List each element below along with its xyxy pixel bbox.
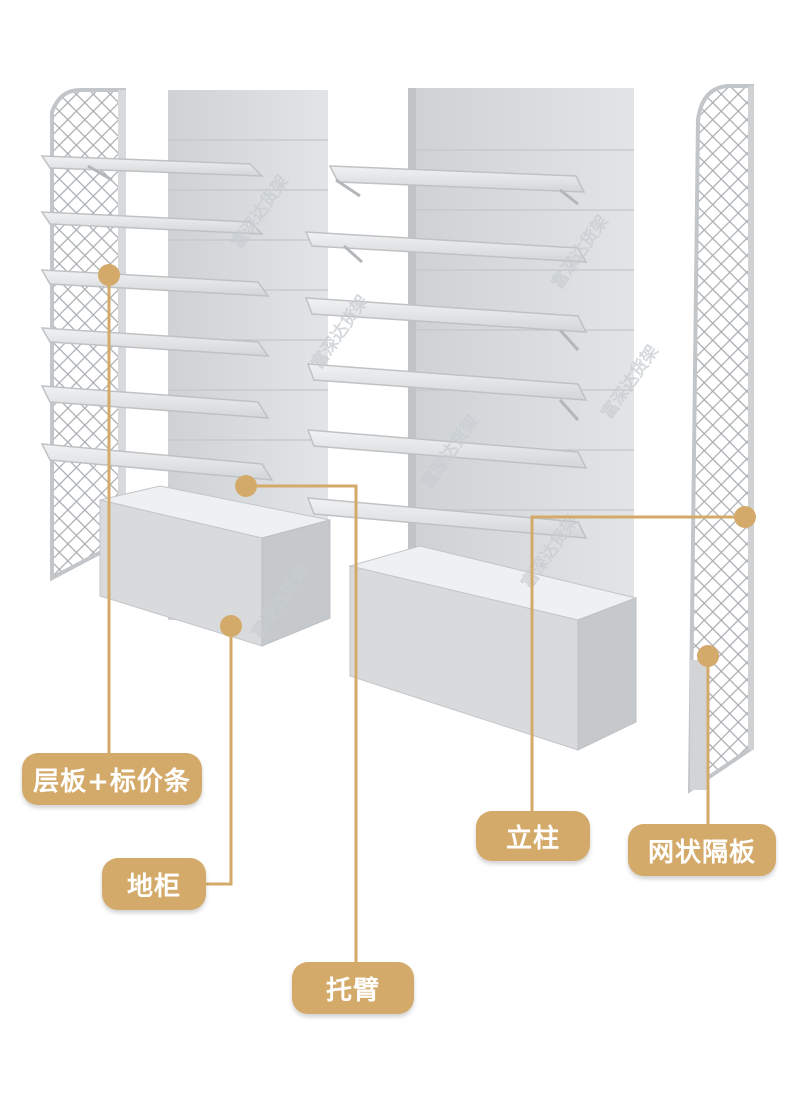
marker-dot-upright [734,506,756,528]
label-floor-cabinet: 地柜 [102,858,206,910]
label-bracket: 托臂 [292,962,414,1014]
marker-dot-shelf [98,264,120,286]
right-mesh-panel [687,84,754,794]
brackets [87,164,580,422]
left-floor-cabinet [99,485,331,647]
leader-line-upright [530,515,745,812]
left-shelves [40,155,274,481]
label-shelf-price-strip: 层板+标价条 [22,753,202,805]
label-mesh-divider: 网状隔板 [628,824,776,876]
marker-dot-bracket [235,475,257,497]
leader-lines [107,275,745,962]
label-upright: 立柱 [476,811,590,861]
marker-dot-mesh [697,645,719,667]
marker-dot-cabinet [220,615,242,637]
right-floor-cabinet [348,545,638,751]
right-shelves [304,165,588,539]
leader-line-bracket [246,484,358,962]
leader-line-cabinet [206,626,233,886]
